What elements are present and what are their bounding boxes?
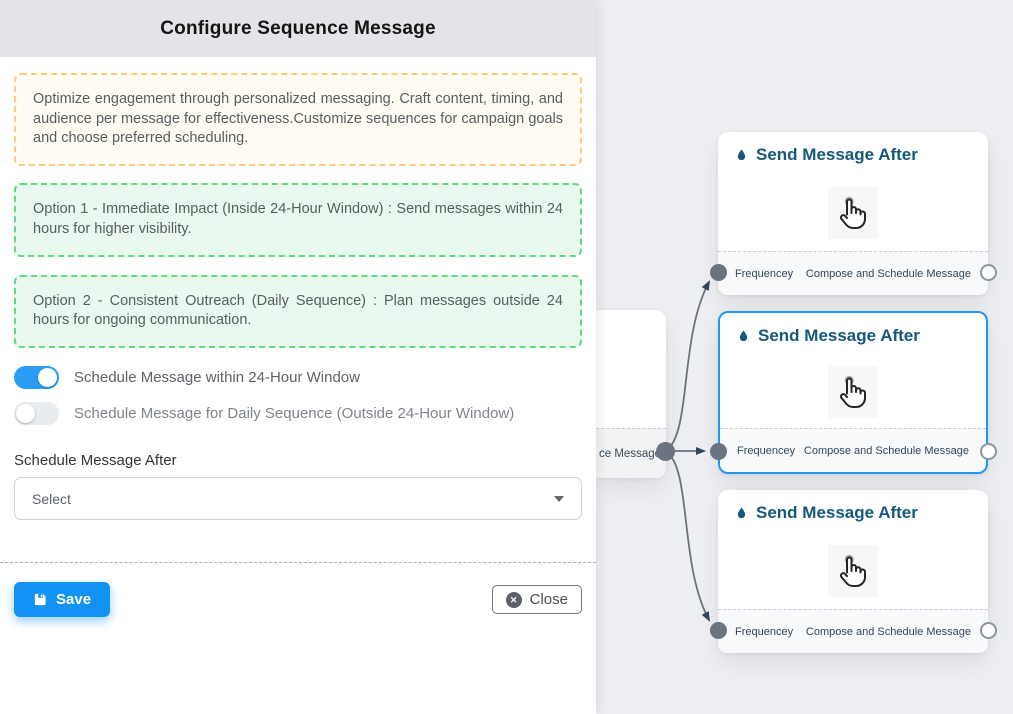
compose-schedule-label[interactable]: Compose and Schedule Message xyxy=(803,444,969,457)
send-message-node-3[interactable]: Send Message After Frequencey Compose an… xyxy=(710,490,997,653)
node-footer: Frequencey Compose and Schedule Message xyxy=(720,428,986,472)
send-message-node-1[interactable]: Send Message After Frequencey Compose an… xyxy=(710,132,997,295)
node-output-handle[interactable] xyxy=(980,264,997,281)
toggle-knob xyxy=(38,368,57,388)
node-header: Send Message After xyxy=(718,490,988,523)
hand-pointer-icon[interactable] xyxy=(828,366,878,418)
toggle-daily-sequence[interactable] xyxy=(14,402,59,426)
node-header: Send Message After xyxy=(720,313,986,346)
schedule-after-select[interactable]: Select xyxy=(14,477,582,521)
source-node-footer-label: ce Message xyxy=(599,447,662,460)
footer-divider xyxy=(0,562,596,564)
node-title: Send Message After xyxy=(756,503,918,522)
node-body xyxy=(718,534,988,608)
node-input-handle[interactable] xyxy=(710,443,727,460)
source-node-footer: ce Message xyxy=(596,428,666,478)
node-title: Send Message After xyxy=(758,326,920,345)
frequency-label[interactable]: Frequencey xyxy=(735,625,794,638)
select-value: Select xyxy=(32,490,71,507)
panel-header: Configure Sequence Message xyxy=(0,0,596,57)
node-body xyxy=(718,176,988,250)
source-output-handle[interactable] xyxy=(656,442,675,461)
save-button[interactable]: Save xyxy=(14,582,111,618)
compose-schedule-label[interactable]: Compose and Schedule Message xyxy=(805,267,971,280)
droplet-icon xyxy=(734,505,749,522)
panel-body: Optimize engagement through personalized… xyxy=(0,57,596,618)
droplet-icon xyxy=(736,328,751,345)
save-button-label: Save xyxy=(56,591,92,609)
node-output-handle[interactable] xyxy=(980,622,997,639)
save-icon xyxy=(33,592,48,607)
option2-note: Option 2 - Consistent Outreach (Daily Se… xyxy=(14,274,582,349)
panel-footer: Save ✕ Close xyxy=(14,582,582,618)
page-title: Configure Sequence Message xyxy=(160,17,436,39)
droplet-icon xyxy=(734,147,749,164)
node-input-handle[interactable] xyxy=(710,264,727,281)
compose-schedule-label[interactable]: Compose and Schedule Message xyxy=(805,625,971,638)
close-button-label: Close xyxy=(529,591,568,609)
node-output-handle[interactable] xyxy=(980,443,997,460)
toggle-row-daily-sequence: Schedule Message for Daily Sequence (Out… xyxy=(14,402,582,426)
flow-canvas[interactable]: ce Message Send Message After xyxy=(596,0,1013,714)
toggle-within-24h-label: Schedule Message within 24-Hour Window xyxy=(74,369,360,387)
toggle-daily-sequence-label: Schedule Message for Daily Sequence (Out… xyxy=(74,405,515,423)
node-body xyxy=(720,357,986,427)
node-header: Send Message After xyxy=(718,132,988,165)
info-note: Optimize engagement through personalized… xyxy=(14,73,582,167)
source-node-partial[interactable]: ce Message xyxy=(596,310,666,478)
toggle-within-24h[interactable] xyxy=(14,366,59,390)
schedule-after-label: Schedule Message After xyxy=(14,452,177,470)
node-footer: Frequencey Compose and Schedule Message xyxy=(718,251,988,295)
node-title: Send Message After xyxy=(756,145,918,164)
configure-sequence-panel: Configure Sequence Message Optimize enga… xyxy=(0,0,596,618)
toggle-row-within-24h: Schedule Message within 24-Hour Window xyxy=(14,366,582,390)
send-message-node-2-selected[interactable]: Send Message After Frequencey Compose an… xyxy=(710,311,997,474)
toggle-knob xyxy=(16,404,35,424)
option1-note: Option 1 - Immediate Impact (Inside 24-H… xyxy=(14,183,582,257)
hand-pointer-icon[interactable] xyxy=(828,187,878,239)
edge-source-to-top-node xyxy=(665,280,710,452)
node-footer: Frequencey Compose and Schedule Message xyxy=(718,609,988,653)
hand-pointer-icon[interactable] xyxy=(828,545,878,597)
caret-down-icon xyxy=(554,495,564,502)
edge-source-to-bottom-node xyxy=(665,450,710,622)
node-input-handle[interactable] xyxy=(710,622,727,639)
close-button[interactable]: ✕ Close xyxy=(491,585,582,615)
close-icon: ✕ xyxy=(505,591,522,608)
frequency-label[interactable]: Frequencey xyxy=(737,444,796,457)
frequency-label[interactable]: Frequencey xyxy=(735,267,794,280)
